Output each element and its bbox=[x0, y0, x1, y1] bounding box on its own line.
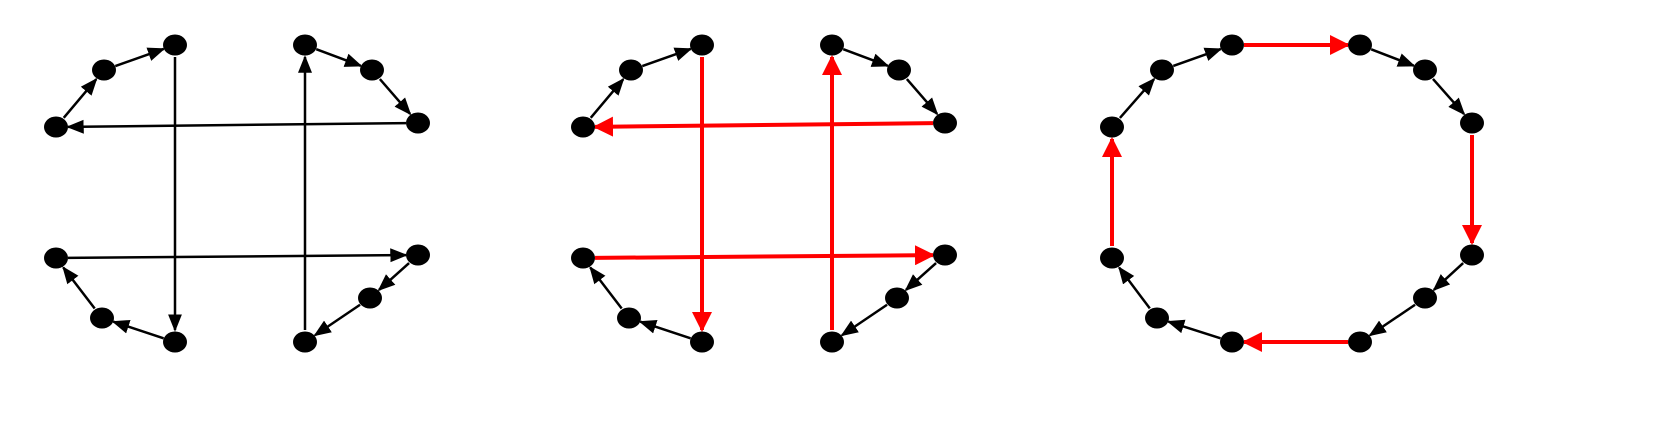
edge-right-down-2 bbox=[905, 78, 939, 116]
node-i bbox=[163, 331, 187, 353]
edge-right-down-1 bbox=[1370, 48, 1416, 67]
node-b bbox=[619, 59, 643, 81]
edge-left-up-2 bbox=[114, 47, 166, 68]
edge-right-bot-1 bbox=[377, 262, 410, 292]
edge-left-up-1 bbox=[62, 77, 98, 119]
edge-right-down-2 bbox=[1432, 78, 1466, 116]
node-f bbox=[933, 112, 957, 134]
node-b bbox=[92, 59, 116, 81]
node-j bbox=[933, 244, 957, 266]
node-j bbox=[406, 244, 430, 266]
edge-right-bot-2 bbox=[840, 303, 888, 337]
node-g bbox=[1100, 247, 1124, 269]
node-g bbox=[571, 247, 595, 269]
node-l bbox=[820, 331, 844, 353]
node-h bbox=[90, 307, 114, 329]
edge-horizontal-bottom bbox=[67, 248, 408, 263]
node-a bbox=[1220, 34, 1244, 56]
node-e bbox=[1413, 59, 1437, 81]
node-c bbox=[1100, 116, 1124, 138]
edge-right-down-1 bbox=[315, 48, 363, 67]
panel-highlighted-crossings bbox=[571, 34, 957, 353]
node-l bbox=[293, 331, 317, 353]
node-k bbox=[885, 287, 909, 309]
edge-left-up-1 bbox=[589, 77, 625, 119]
node-l bbox=[1348, 331, 1372, 353]
edge-left-bot-1 bbox=[111, 320, 164, 340]
edge-left-bot-1 bbox=[638, 320, 691, 340]
node-c bbox=[571, 116, 595, 138]
node-e bbox=[887, 59, 911, 81]
node-h bbox=[1145, 307, 1169, 329]
node-d bbox=[1348, 34, 1372, 56]
node-a bbox=[690, 34, 714, 56]
node-h bbox=[617, 307, 641, 329]
node-j bbox=[1460, 244, 1484, 266]
edge-right-bot-1 bbox=[1432, 262, 1464, 292]
node-k bbox=[358, 287, 382, 309]
edge-horizontal-top bbox=[592, 116, 934, 137]
node-f bbox=[1460, 112, 1484, 134]
node-e bbox=[360, 59, 384, 81]
node-d bbox=[820, 34, 844, 56]
panel-original-graph bbox=[44, 34, 430, 353]
node-i bbox=[690, 331, 714, 353]
edge-left-up-2 bbox=[641, 47, 693, 68]
node-b bbox=[1150, 59, 1174, 81]
edge-left-bot-1 bbox=[1166, 319, 1221, 340]
edge-horizontal-bottom bbox=[594, 245, 936, 266]
node-g bbox=[44, 247, 68, 269]
edge-left-bot-2 bbox=[589, 266, 623, 310]
panel-uncrossed-cycle bbox=[1100, 34, 1484, 353]
edge-horizontal-top bbox=[66, 119, 407, 134]
edge-left-up-2 bbox=[1172, 47, 1223, 68]
edge-right-bot-2 bbox=[1368, 303, 1416, 337]
edge-left-up-1 bbox=[1118, 77, 1156, 119]
edge-right-bot-1 bbox=[904, 262, 937, 292]
node-a bbox=[163, 34, 187, 56]
node-i bbox=[1220, 331, 1244, 353]
edge-right-down-1 bbox=[842, 48, 890, 67]
node-c bbox=[44, 116, 68, 138]
edge-right-down-2 bbox=[378, 78, 412, 116]
edge-left-bot-2 bbox=[1118, 266, 1151, 310]
node-d bbox=[293, 34, 317, 56]
edge-left-bot-2 bbox=[62, 266, 96, 310]
edge-right-bot-2 bbox=[313, 303, 361, 337]
node-f bbox=[406, 112, 430, 134]
node-k bbox=[1413, 287, 1437, 309]
